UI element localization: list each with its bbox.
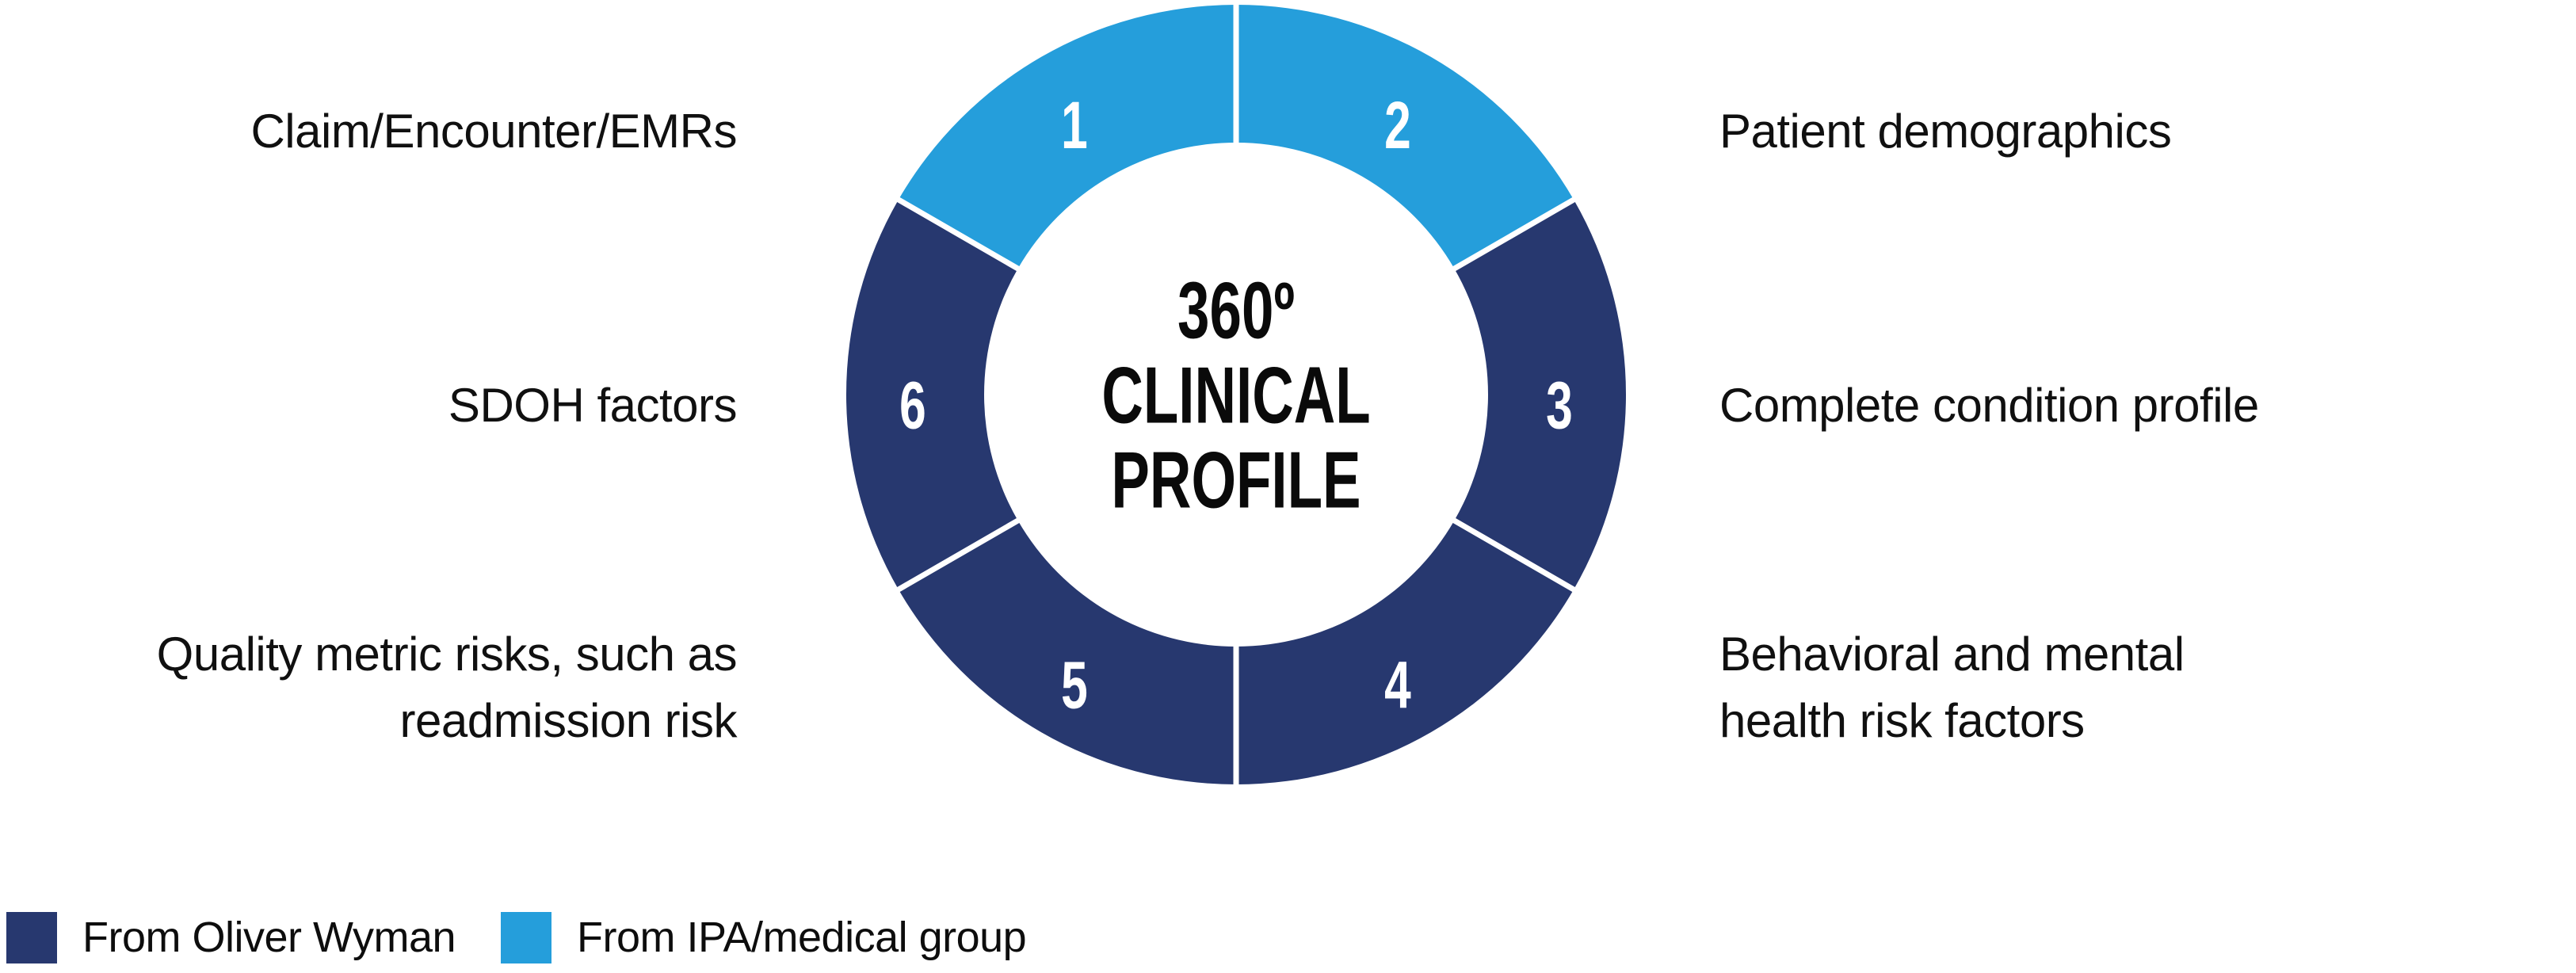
segment-label-3-complete-condition-profile: Complete condition profile: [1719, 379, 2259, 432]
segment-number-2: 2: [1384, 88, 1411, 162]
segment-number-4: 4: [1384, 648, 1411, 723]
center-title-line-clinical: CLINICAL: [1101, 351, 1371, 441]
donut-segment-5: [898, 521, 1236, 784]
segment-number-1: 1: [1061, 88, 1088, 162]
segment-label-2-patient-demographics: Patient demographics: [1719, 105, 2172, 158]
legend-item-ipa-medical-group: From IPA/medical group: [501, 911, 1027, 963]
donut-segment-4: [1236, 521, 1574, 784]
legend-label-oliver-wyman: From Oliver Wyman: [82, 914, 456, 961]
segment-number-3: 3: [1546, 368, 1573, 443]
legend-item-oliver-wyman: From Oliver Wyman: [6, 911, 456, 963]
segment-label-6-sdoh-factors: SDOH factors: [448, 379, 738, 432]
center-title-line-profile: PROFILE: [1111, 436, 1361, 525]
center-title-line-degrees: 360º: [1177, 266, 1295, 356]
segment-label-4-behavioral-mental-health: Behavioral and mental health risk factor…: [1719, 628, 2185, 747]
donut-segment-6: [846, 200, 1018, 590]
donut-chart: 1 2 3 4 5 6: [843, 2, 1629, 788]
segment-number-6: 6: [899, 368, 926, 443]
segment-label-1-claim-encounter-emrs: Claim/Encounter/EMRs: [250, 105, 737, 158]
segment-divider: [895, 196, 1023, 273]
legend-swatch-light-blue: [501, 911, 551, 963]
segment-number-5: 5: [1061, 648, 1088, 723]
donut-center-title: 360º CLINICAL PROFILE: [1101, 269, 1370, 523]
legend-swatch-navy: [6, 911, 57, 963]
donut-segment-1: [898, 5, 1236, 269]
segment-divider: [1449, 196, 1577, 273]
segment-divider: [1449, 516, 1577, 593]
donut-segment-2: [1236, 5, 1574, 269]
donut-chart-svg: 1 2 3 4 5 6: [846, 3, 1626, 786]
legend-label-ipa-medical-group: From IPA/medical group: [577, 914, 1027, 961]
segment-label-5-quality-metric-risks: Quality metric risks, such as readmissio…: [156, 628, 738, 747]
donut-segment-3: [1454, 200, 1626, 590]
segment-divider: [895, 516, 1023, 593]
